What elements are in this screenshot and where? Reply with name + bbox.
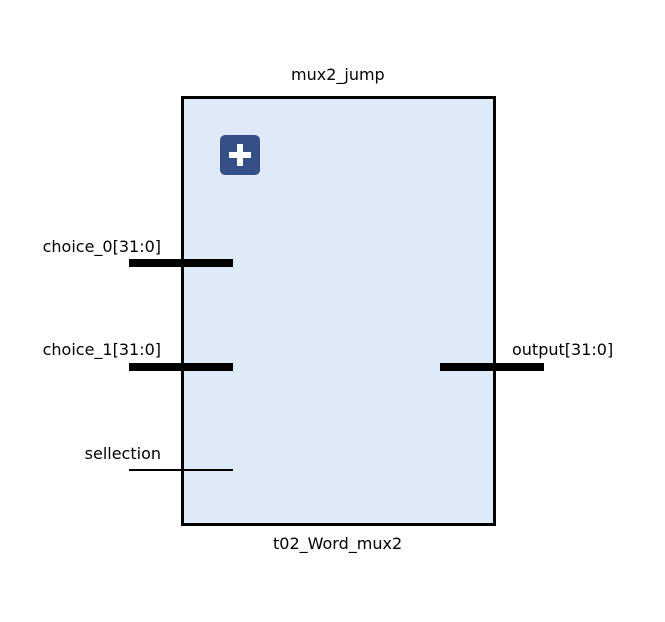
port-wire-sellection[interactable] [129,469,233,471]
port-wire-output[interactable] [440,363,544,371]
port-label-output: output[31:0] [512,340,614,359]
instance-name-label: mux2_jump [291,65,385,84]
module-name-label: t02_Word_mux2 [273,534,403,553]
plus-icon [229,144,251,166]
port-wire-choice-0[interactable] [129,259,233,267]
port-label-choice-0: choice_0[31:0] [42,237,161,256]
port-wire-choice-1[interactable] [129,363,233,371]
port-label-sellection: sellection [84,444,161,463]
expand-hierarchy-button[interactable] [220,135,260,175]
port-label-choice-1: choice_1[31:0] [42,340,161,359]
